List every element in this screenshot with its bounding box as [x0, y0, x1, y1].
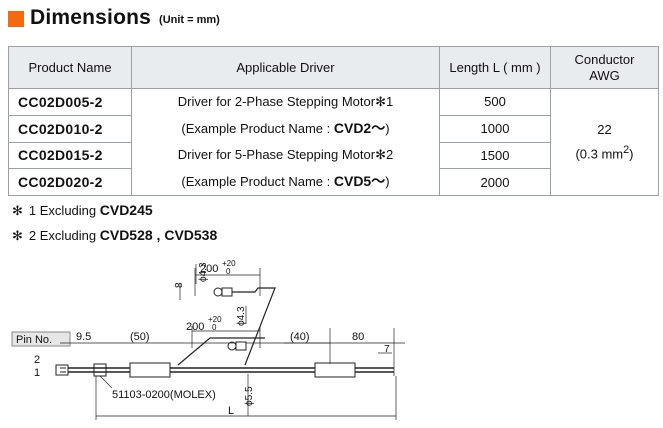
- orange-square-icon: [8, 11, 24, 27]
- header-conductor-line2: AWG: [589, 67, 620, 83]
- driver-line4-product: CVD5～: [333, 173, 386, 189]
- conductor-area: (0.3 mm: [575, 146, 624, 162]
- table-row: CC02D010-2 1000: [8, 114, 659, 143]
- unit-label: (Unit = mm): [159, 14, 220, 26]
- header-conductor-line1: Conductor: [574, 51, 635, 67]
- pin-1-label: 1: [34, 367, 40, 379]
- dim-80: 80: [352, 331, 364, 343]
- section-header: Dimensions (Unit = mm): [8, 5, 220, 31]
- driver-line2-prefix: (Example Product Name :: [181, 121, 334, 136]
- footnote-number: 2: [28, 228, 37, 243]
- driver-line2-product: CVD2～: [333, 120, 386, 136]
- dim-8: 8: [174, 282, 185, 288]
- branch-lower-wire: [177, 337, 265, 366]
- tolerance-plus-top: +20: [222, 259, 236, 268]
- driver-note1: ✻1: [375, 94, 394, 109]
- driver-line4-prefix: (Example Product Name :: [181, 174, 334, 189]
- driver-line1: Driver for 2-Phase Stepping Motor: [177, 94, 376, 109]
- driver-note2: ✻2: [375, 147, 394, 162]
- conductor-awg: 22: [597, 121, 612, 137]
- phi-4-3-top: ϕ4.3: [198, 262, 209, 282]
- cable-sleeve: [314, 362, 356, 378]
- dim-9-5: 9.5: [76, 331, 91, 343]
- conductor-cell: 22 (0.3 mm2): [550, 88, 659, 196]
- footnote-products: CVD528 , CVD538: [99, 227, 218, 243]
- dim-L: L: [228, 405, 234, 417]
- section-title: Dimensions: [30, 6, 152, 29]
- dim-200-top: 200: [200, 263, 218, 275]
- connector-housing: [93, 363, 107, 377]
- dim-50: (50): [130, 331, 150, 343]
- phi-4-3-mid: ϕ4.3: [236, 306, 247, 326]
- connector-part-label: 51103-0200(MOLEX): [112, 389, 216, 401]
- cable-sleeve: [129, 362, 171, 378]
- table-row: CC02D020-2 2000: [8, 168, 659, 196]
- product-name-cell: CC02D005-2: [8, 88, 132, 116]
- pin-2-label: 2: [34, 354, 40, 366]
- asterisk-icon: ✻: [12, 203, 23, 218]
- table-row: CC02D015-2 1500: [8, 141, 659, 170]
- table-header-row: Product Name Applicable Driver Length L …: [8, 46, 659, 89]
- branch-upper-wire: [230, 287, 276, 366]
- product-name-cell: CC02D010-2: [8, 114, 132, 143]
- footnote-text: Excluding: [39, 228, 100, 243]
- tolerance-plus-mid: +20: [208, 315, 222, 324]
- dim-200-mid: 200: [186, 321, 204, 333]
- footnote-text: Excluding: [39, 203, 100, 218]
- asterisk-icon: ✻: [12, 228, 23, 243]
- driver-line2-suffix: ): [385, 121, 390, 136]
- footnote-number: 1: [28, 203, 37, 218]
- footnote-2: ✻ 2 Excluding CVD528 , CVD538: [12, 227, 217, 244]
- ring-terminal: [213, 287, 223, 297]
- length-cell: 500: [439, 88, 551, 116]
- connector-end: [55, 364, 69, 376]
- tolerance-zero-mid: 0: [212, 323, 217, 332]
- pin-label: Pin No.: [16, 334, 52, 346]
- length-cell: 2000: [439, 168, 551, 196]
- header-applicable-driver: Applicable Driver: [131, 46, 440, 89]
- header-conductor: Conductor AWG: [550, 46, 659, 89]
- pin-label-box: [11, 331, 71, 347]
- dim-7: 7: [384, 344, 390, 355]
- driver-cell: Driver for 2-Phase Stepping Motor✻1 (Exa…: [131, 88, 440, 196]
- driver-line3: Driver for 5-Phase Stepping Motor: [177, 147, 376, 162]
- footnote-1: ✻ 1 Excluding CVD245: [12, 202, 153, 219]
- header-product-name: Product Name: [8, 46, 132, 89]
- table-row: CC02D005-2 Driver for 2-Phase Stepping M…: [8, 88, 659, 196]
- tolerance-zero-top: 0: [226, 267, 231, 276]
- length-cell: 1000: [439, 114, 551, 143]
- product-name-cell: CC02D020-2: [8, 168, 132, 196]
- phi-5-5: ϕ5.5: [244, 386, 255, 406]
- length-cell: 1500: [439, 141, 551, 170]
- cable-drawing: Pin No. 2 1 9.5 (50) 200 +20 0 200 +20 0…: [11, 259, 405, 420]
- spec-table: Product Name Applicable Driver Length L …: [8, 46, 659, 196]
- conductor-area-suffix: ): [629, 146, 634, 162]
- dim-40: (40): [290, 331, 310, 343]
- conductor-area-sup: 2: [623, 143, 630, 156]
- footnote-products: CVD245: [99, 202, 153, 218]
- header-length: Length L ( mm ): [439, 46, 551, 89]
- product-name-cell: CC02D015-2: [8, 141, 132, 170]
- driver-line4-suffix: ): [385, 174, 390, 189]
